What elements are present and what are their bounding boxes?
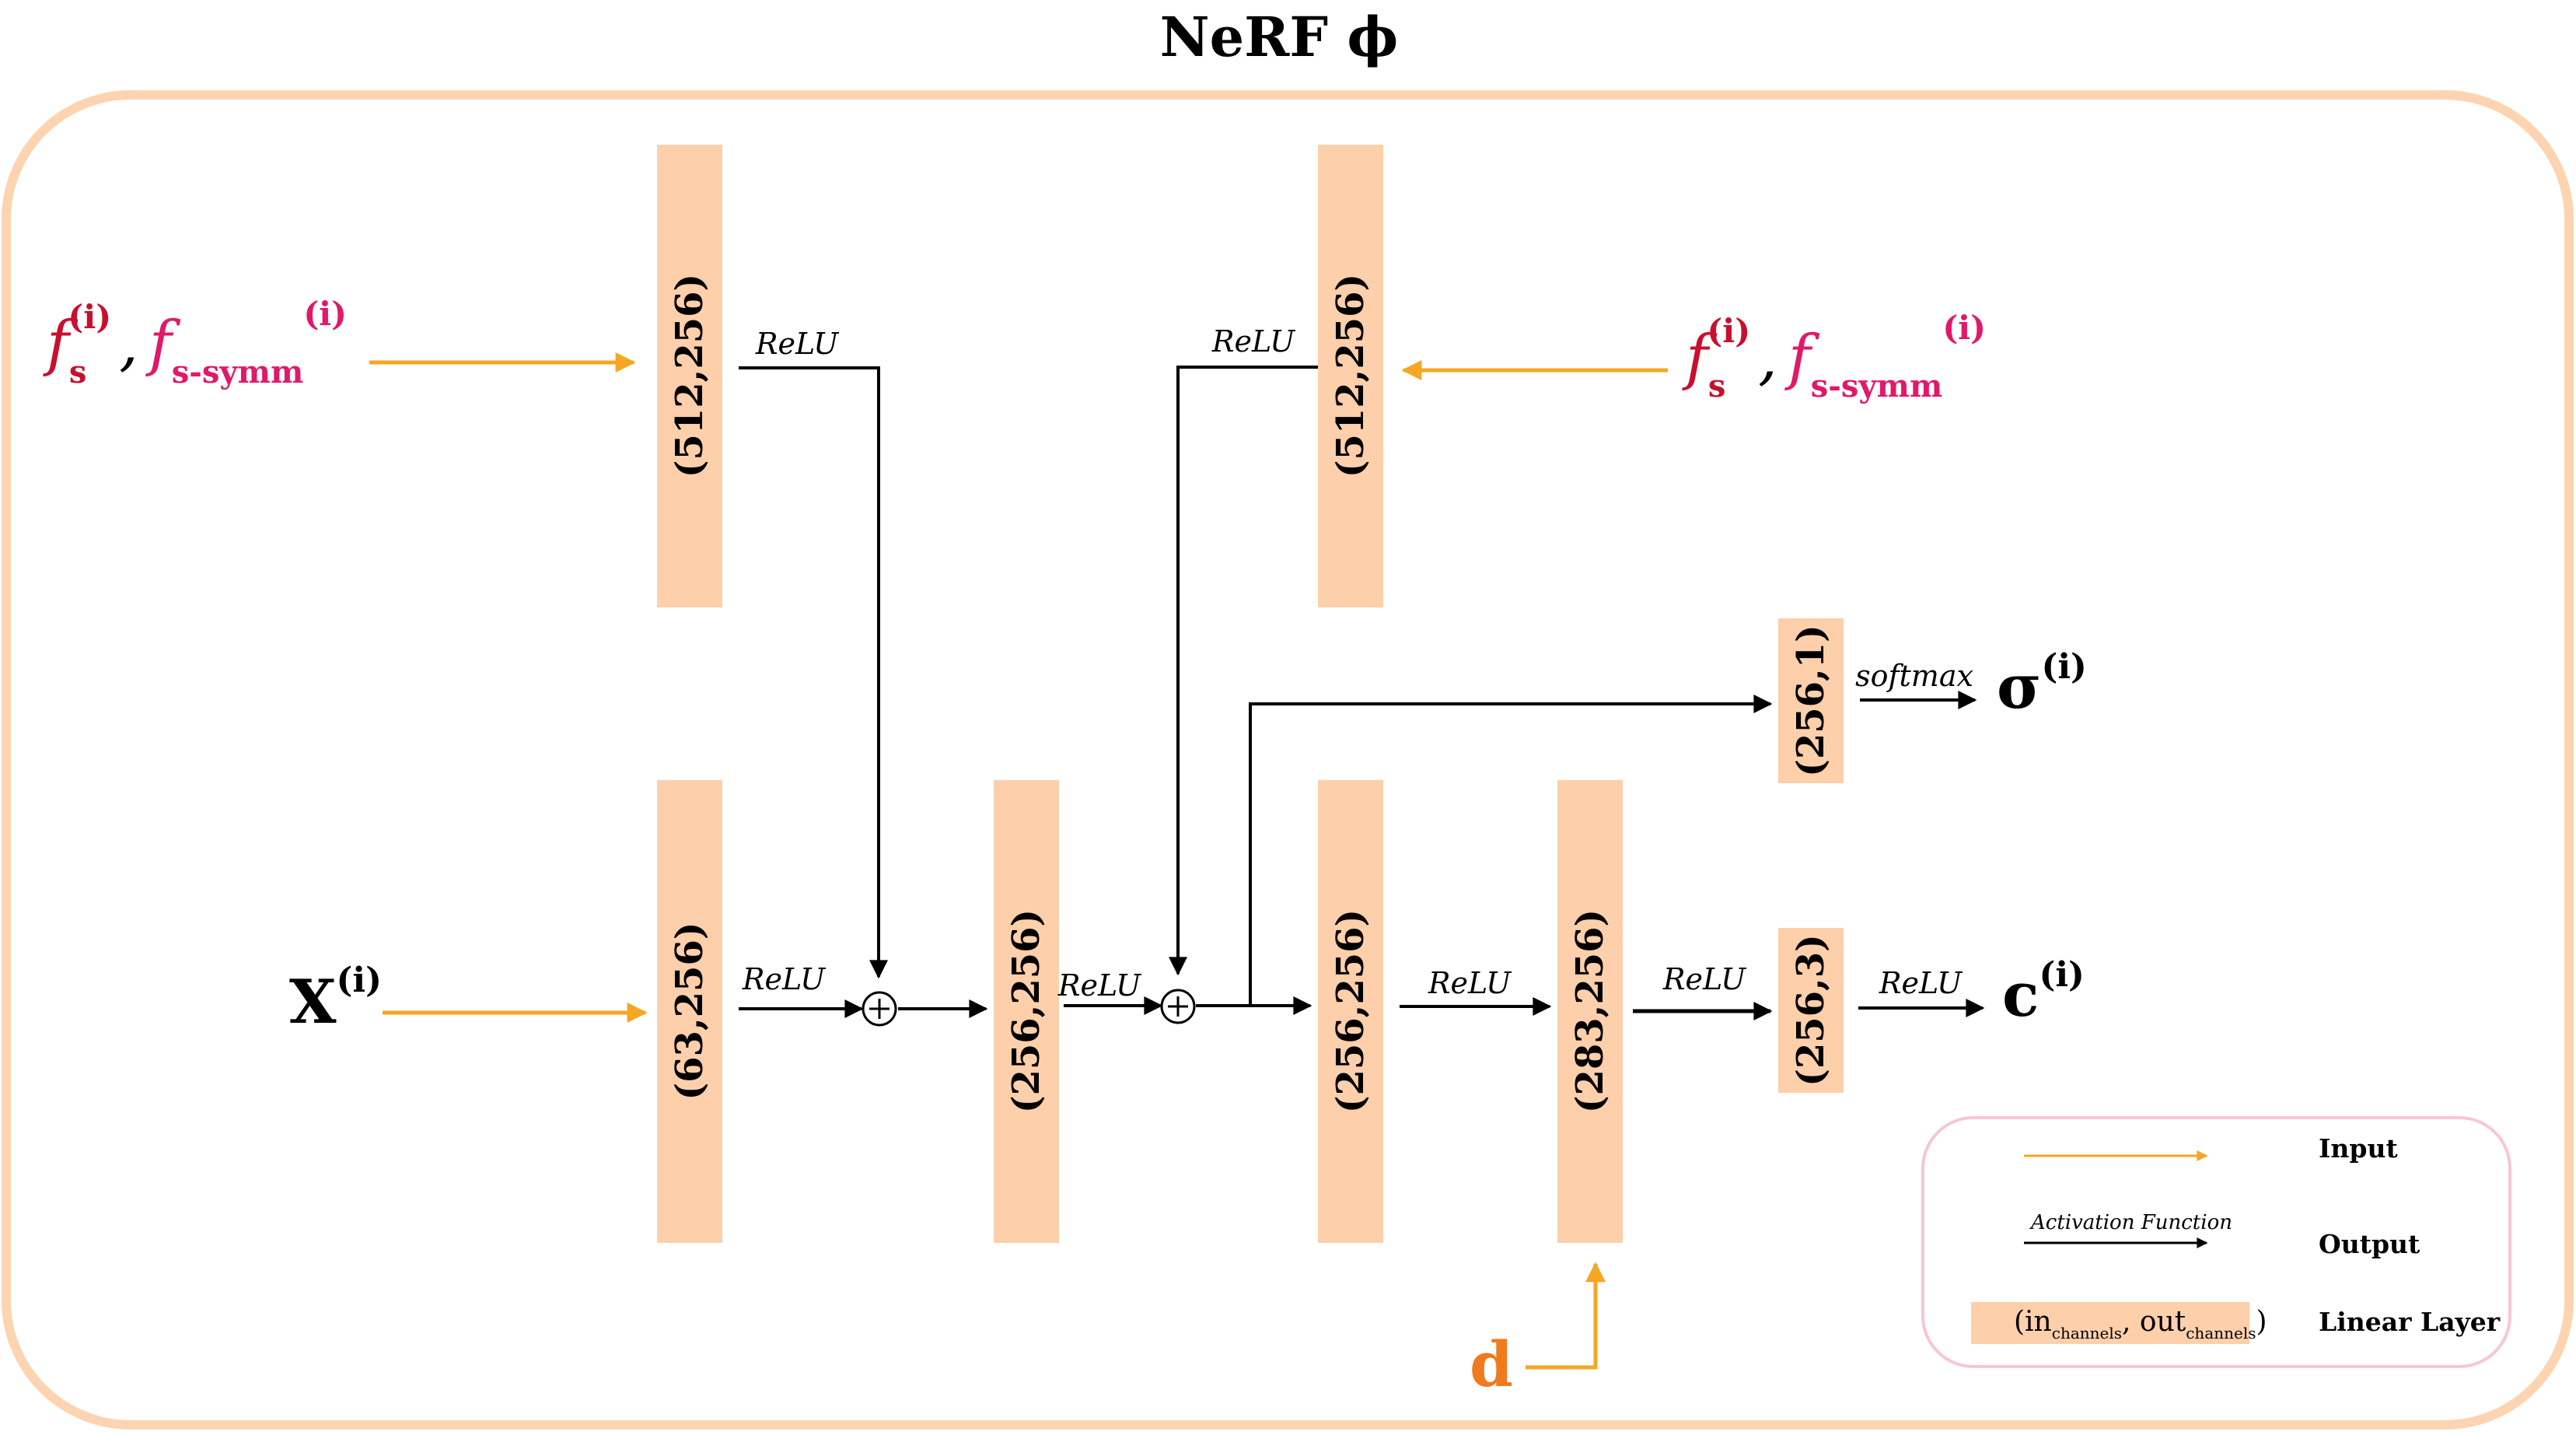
layer-mid2-label: (256,256) [1329,909,1372,1114]
input-arrow-d [1526,1262,1606,1370]
legend: Input Activation Function Output (inchan… [1921,1116,2511,1368]
legend-activation-text: Activation Function [2029,1211,2232,1234]
legend-layer-text: (inchannels, outchannels) [2014,1306,2267,1342]
layer-mid1: (256,256) [994,780,1059,1243]
input-f-left: fs(i),fs-symm(i) [43,295,347,390]
layer-mid1-label: (256,256) [1005,909,1048,1114]
layer-x-in: (63,256) [657,780,722,1243]
layer-rgb-label: (256,3) [1789,934,1833,1087]
activation-fs-right: ReLU [1211,324,1296,359]
legend-layer-swatch [1971,1302,2249,1344]
layer-dir-label: (283,256) [1568,909,1612,1114]
activation-mid1: ReLU [1057,968,1142,1003]
layer-dir: (283,256) [1557,780,1623,1243]
legend-layer-label: Linear Layer [2319,1307,2501,1337]
sum-node-1 [862,991,897,1027]
layer-mid2: (256,256) [1318,780,1383,1243]
layer-fs-top-right: (512,256) [1318,145,1383,607]
activation-mid2: ReLU [1428,966,1512,1000]
input-d-label: d [1470,1328,1513,1401]
output-c-label: c(i) [2002,955,2085,1031]
connector-fs-left-to-sum1 [739,366,888,979]
output-sigma-label: σ(i) [1997,647,2087,723]
layer-sigma-label: (256,1) [1789,625,1833,777]
connector-to-sigma-layer [1249,695,1773,1006]
connector-fs-right-to-sum2 [1169,366,1318,976]
input-f-right: fs(i),fs-symm(i) [1682,309,1986,404]
sum-node-2 [1160,989,1196,1024]
layer-fs-top-left: (512,256) [657,145,722,607]
layer-rgb: (256,3) [1778,928,1844,1093]
diagram-title: NeRF ϕ [1160,5,1399,69]
activation-sigma: softmax [1855,659,1973,693]
activation-rgb: ReLU [1879,966,1963,1000]
nerf-frame [2,90,2574,1430]
activation-x: ReLU [742,962,827,996]
layer-x-in-label: (63,256) [668,922,711,1100]
layer-fs-top-left-label: (512,256) [668,274,711,478]
layer-sigma: (256,1) [1778,618,1844,783]
input-x-label: X(i) [289,961,382,1038]
legend-output-label: Output [2319,1229,2420,1259]
activation-fs-left: ReLU [755,327,840,361]
activation-dir: ReLU [1662,962,1747,996]
layer-fs-top-right-label: (512,256) [1329,274,1372,478]
legend-input-label: Input [2319,1133,2398,1164]
